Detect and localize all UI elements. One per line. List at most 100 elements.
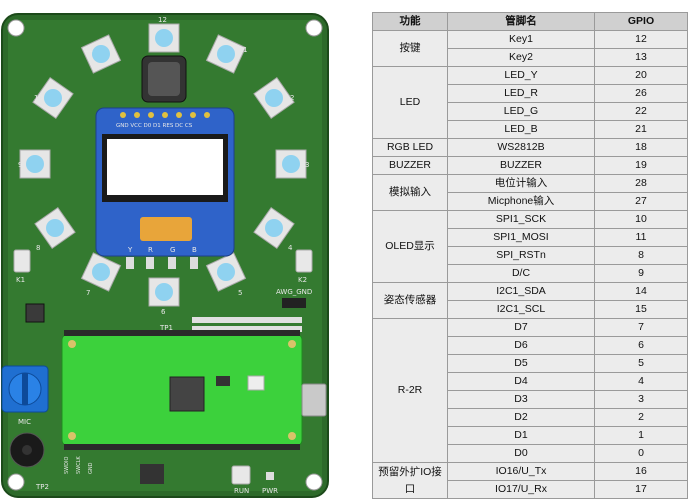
rgb-led <box>205 34 247 74</box>
silk-swdio: SWDIO <box>64 457 70 474</box>
silk-label-6: 6 <box>161 308 166 316</box>
table-cell-gpio: 8 <box>594 246 688 265</box>
table-cell-pin-name: D5 <box>447 354 595 373</box>
silk-label-9: 9 <box>18 161 22 169</box>
table-cell-function: OLED显示 <box>372 210 448 283</box>
table-cell-gpio: 12 <box>594 30 688 49</box>
oled-screen <box>107 139 223 195</box>
table-cell-pin-name: I2C1_SCL <box>447 300 595 319</box>
run-button <box>231 465 251 485</box>
table-cell-gpio: 22 <box>594 102 688 121</box>
table-cell-pin-name: D3 <box>447 390 595 409</box>
table-cell-gpio: 26 <box>594 84 688 103</box>
mount-hole-br <box>305 473 323 491</box>
pico-header-top <box>64 330 300 336</box>
silk-label-10: 10 <box>34 94 43 102</box>
table-cell-pin-name: IO17/U_Rx <box>447 480 595 499</box>
table-cell-pin-name: D/C <box>447 264 595 283</box>
silk-label-12: 12 <box>158 16 167 24</box>
rgb-led <box>80 252 122 292</box>
rgb-led <box>205 252 247 292</box>
table-cell-pin-name: LED_Y <box>447 66 595 85</box>
silk-k1: K1 <box>16 276 25 284</box>
bottom-ic <box>140 464 164 484</box>
pico-flash-chip <box>216 376 230 386</box>
rgb-led <box>148 23 180 53</box>
silk-led-y: Y <box>127 246 133 254</box>
silk-label-1: 1 <box>243 46 247 54</box>
silk-label-5: 5 <box>238 289 242 297</box>
silk-label-3: 3 <box>305 161 309 169</box>
table-cell-gpio: 7 <box>594 318 688 337</box>
table-cell-gpio: 11 <box>594 228 688 247</box>
silk-tp1: TP1 <box>159 324 173 332</box>
table-cell-gpio: 14 <box>594 282 688 301</box>
table-cell-pin-name: D6 <box>447 336 595 355</box>
table-cell-pin-name: LED_B <box>447 120 595 139</box>
silk-swclk: SWCLK <box>76 456 82 474</box>
table-cell-function: 预留外扩IO接口 <box>372 462 448 499</box>
table-cell-pin-name: D1 <box>447 426 595 445</box>
table-cell-function: LED <box>372 66 448 139</box>
rgb-led <box>19 149 51 179</box>
table-cell-gpio: 10 <box>594 210 688 229</box>
pico-bootsel-button <box>247 375 265 391</box>
silk-label-7: 7 <box>86 289 90 297</box>
table-cell-pin-name: D4 <box>447 372 595 391</box>
oled-pin-header <box>120 112 210 118</box>
rgb-led <box>148 277 180 307</box>
table-cell-gpio: 5 <box>594 354 688 373</box>
table-cell-pin-name: I2C1_SDA <box>447 282 595 301</box>
oled-pin-labels: GND VCC D0 D1 RES DC CS <box>116 123 193 129</box>
table-cell-gpio: 3 <box>594 390 688 409</box>
silk-pwr: PWR <box>262 487 278 495</box>
table-cell-pin-name: SPI1_SCK <box>447 210 595 229</box>
silk-run: RUN <box>234 487 249 495</box>
silk-gnd: GND <box>88 462 94 474</box>
table-cell-gpio: 2 <box>594 408 688 427</box>
rp2040-chip <box>169 376 205 412</box>
table-cell-gpio: 28 <box>594 174 688 193</box>
table-cell-pin-name: D0 <box>447 444 595 463</box>
silk-led-b: B <box>192 246 197 254</box>
table-cell-gpio: 21 <box>594 120 688 139</box>
rgb-led <box>275 149 307 179</box>
table-cell-pin-name: Key2 <box>447 48 595 67</box>
table-cell-gpio: 20 <box>594 66 688 85</box>
table-cell-gpio: 27 <box>594 192 688 211</box>
table-cell-function: RGB LED <box>372 138 448 157</box>
rgb-led <box>34 206 76 250</box>
table-cell-function: BUZZER <box>372 156 448 175</box>
table-cell-function: 按键 <box>372 30 448 67</box>
mount-hole-tr <box>305 19 323 37</box>
table-cell-pin-name: LED_R <box>447 84 595 103</box>
table-cell-gpio: 13 <box>594 48 688 67</box>
oled-module: GND VCC D0 D1 RES DC CS <box>95 107 235 257</box>
oled-flex-cable <box>140 217 192 241</box>
table-cell-function: 模拟输入 <box>372 174 448 211</box>
table-cell-pin-name: Micphone输入 <box>447 192 595 211</box>
table-cell-pin-name: SPI_RSTn <box>447 246 595 265</box>
rgb-led <box>80 34 122 74</box>
table-cell-pin-name: D2 <box>447 408 595 427</box>
silk-label-11: 11 <box>84 46 93 54</box>
